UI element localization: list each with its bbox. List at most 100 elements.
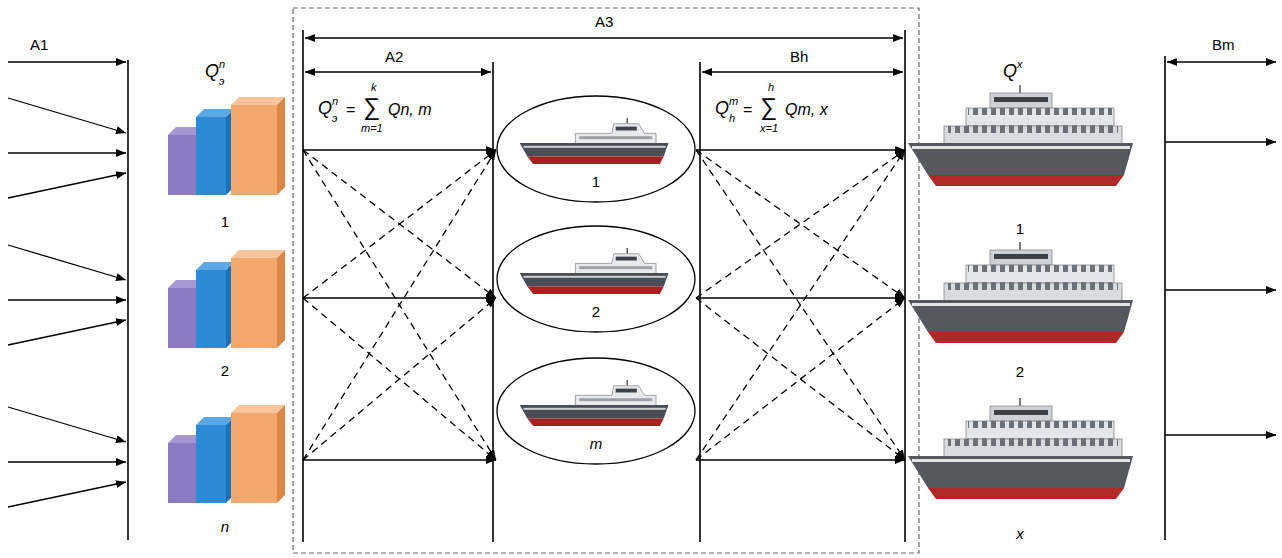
flow-connector: [303, 150, 496, 298]
cargo-group: 1: [160, 88, 303, 238]
boundary-line: [1164, 56, 1166, 540]
formula-symbol: Q: [715, 99, 729, 119]
sum-sign: ∑: [760, 94, 777, 120]
ship-node: 2: [905, 235, 1135, 385]
formula-term: Qm, x: [785, 101, 828, 119]
flow-connector: [696, 150, 905, 298]
sum-limit: k: [371, 81, 377, 93]
flow-connector: [696, 297, 905, 298]
supply-vessel: [520, 248, 669, 294]
flow-connector: [303, 149, 496, 150]
flow-arrow: [8, 245, 126, 280]
flow-arrow: [8, 173, 126, 198]
formula-symbol: Q: [318, 99, 332, 119]
item-number: x: [990, 525, 1050, 542]
flow-connector: [303, 297, 496, 298]
incoming-flows: [8, 98, 126, 507]
zone-label: A3: [595, 14, 613, 31]
flow-arrow: [8, 299, 126, 300]
flow-arrow: [8, 320, 126, 345]
ship-node: 1: [905, 80, 1135, 245]
supply-vessel: [520, 118, 669, 164]
sum-limit: m=1: [361, 122, 383, 134]
flow-connector: [696, 459, 905, 460]
flow-connector: [303, 150, 496, 460]
ship-node: x: [905, 390, 1135, 550]
flow-arrow: [8, 152, 126, 153]
dashed-frame: [293, 8, 919, 553]
cargo-group: 2: [160, 240, 303, 390]
cargo-stack: [168, 405, 285, 503]
flow-connector: [303, 150, 496, 298]
boundary-line: [492, 62, 494, 542]
item-number: 2: [195, 362, 255, 379]
passenger-ship: [908, 398, 1133, 499]
flow-connector: [303, 298, 496, 460]
formula-term: Qn, m: [388, 101, 432, 119]
sum-limit: h: [768, 81, 774, 93]
dimension-arrow: [8, 61, 126, 62]
flow-arrow: [8, 98, 126, 133]
dimension-arrow: [702, 71, 903, 72]
flow-arrow: [1165, 141, 1276, 142]
item-number: m: [566, 435, 626, 452]
dimension-arrow: [305, 37, 903, 38]
flow-arrow: [8, 461, 126, 462]
flow-connector: [303, 459, 496, 460]
flow-arrow: [1165, 434, 1276, 435]
formula-superscript: n: [219, 58, 225, 70]
item-number: 1: [195, 213, 255, 230]
sum-sign: ∑: [363, 94, 380, 120]
formula-subscript: h: [729, 112, 735, 124]
vessel-ellipse: m: [496, 357, 696, 465]
item-number: 2: [566, 303, 626, 320]
passenger-ship: [908, 242, 1133, 343]
boundary-line: [904, 30, 906, 542]
flow-connector: [696, 150, 905, 460]
passenger-ship: [908, 85, 1133, 186]
formula-operator: =: [346, 101, 355, 119]
formula-superscript: m: [729, 95, 738, 107]
item-number: 2: [990, 363, 1050, 380]
flow-arrow: [1165, 289, 1276, 290]
sum-limit: x=1: [760, 122, 778, 134]
formula-subscript: э: [219, 75, 224, 87]
cargo-group: n: [160, 395, 303, 545]
formula-symbol: Q: [1003, 62, 1017, 82]
formula-superscript: n: [332, 95, 338, 107]
flow-connector: [303, 298, 496, 460]
flow-connector: [696, 150, 905, 298]
flow-connector: [696, 298, 905, 460]
formula-operator: =: [743, 101, 752, 119]
zone-label: A2: [385, 49, 403, 66]
outgoing-flows: [1165, 142, 1276, 435]
cargo-stack: [168, 97, 285, 195]
boundary-lines: [128, 30, 1165, 542]
flow-connector: [696, 150, 905, 460]
ellipse-outline: [497, 358, 695, 464]
formula-superscript: x: [1017, 58, 1023, 70]
cargo-stack: [168, 250, 285, 348]
supply-vessel: [520, 380, 669, 426]
boundary-line: [127, 60, 129, 540]
flow-arrow: [8, 407, 126, 442]
item-number: 1: [990, 220, 1050, 237]
item-number: n: [195, 518, 255, 535]
item-number: 1: [566, 173, 626, 190]
flow-arrow: [8, 482, 126, 507]
dimension-arrows: [8, 38, 1276, 72]
boundary-line: [302, 30, 304, 542]
vessel-ellipse: 2: [496, 225, 696, 333]
formula-subscript: э: [332, 112, 337, 124]
dimension-arrow: [305, 71, 491, 72]
ellipse-outline: [497, 226, 695, 332]
formula-symbol: Q: [205, 62, 219, 82]
ellipse-outline: [497, 96, 695, 202]
dimension-arrow: [1167, 61, 1276, 62]
flow-connector: [696, 298, 905, 460]
zone-label: Bm: [1212, 37, 1235, 54]
vessel-ellipse: 1: [496, 95, 696, 203]
